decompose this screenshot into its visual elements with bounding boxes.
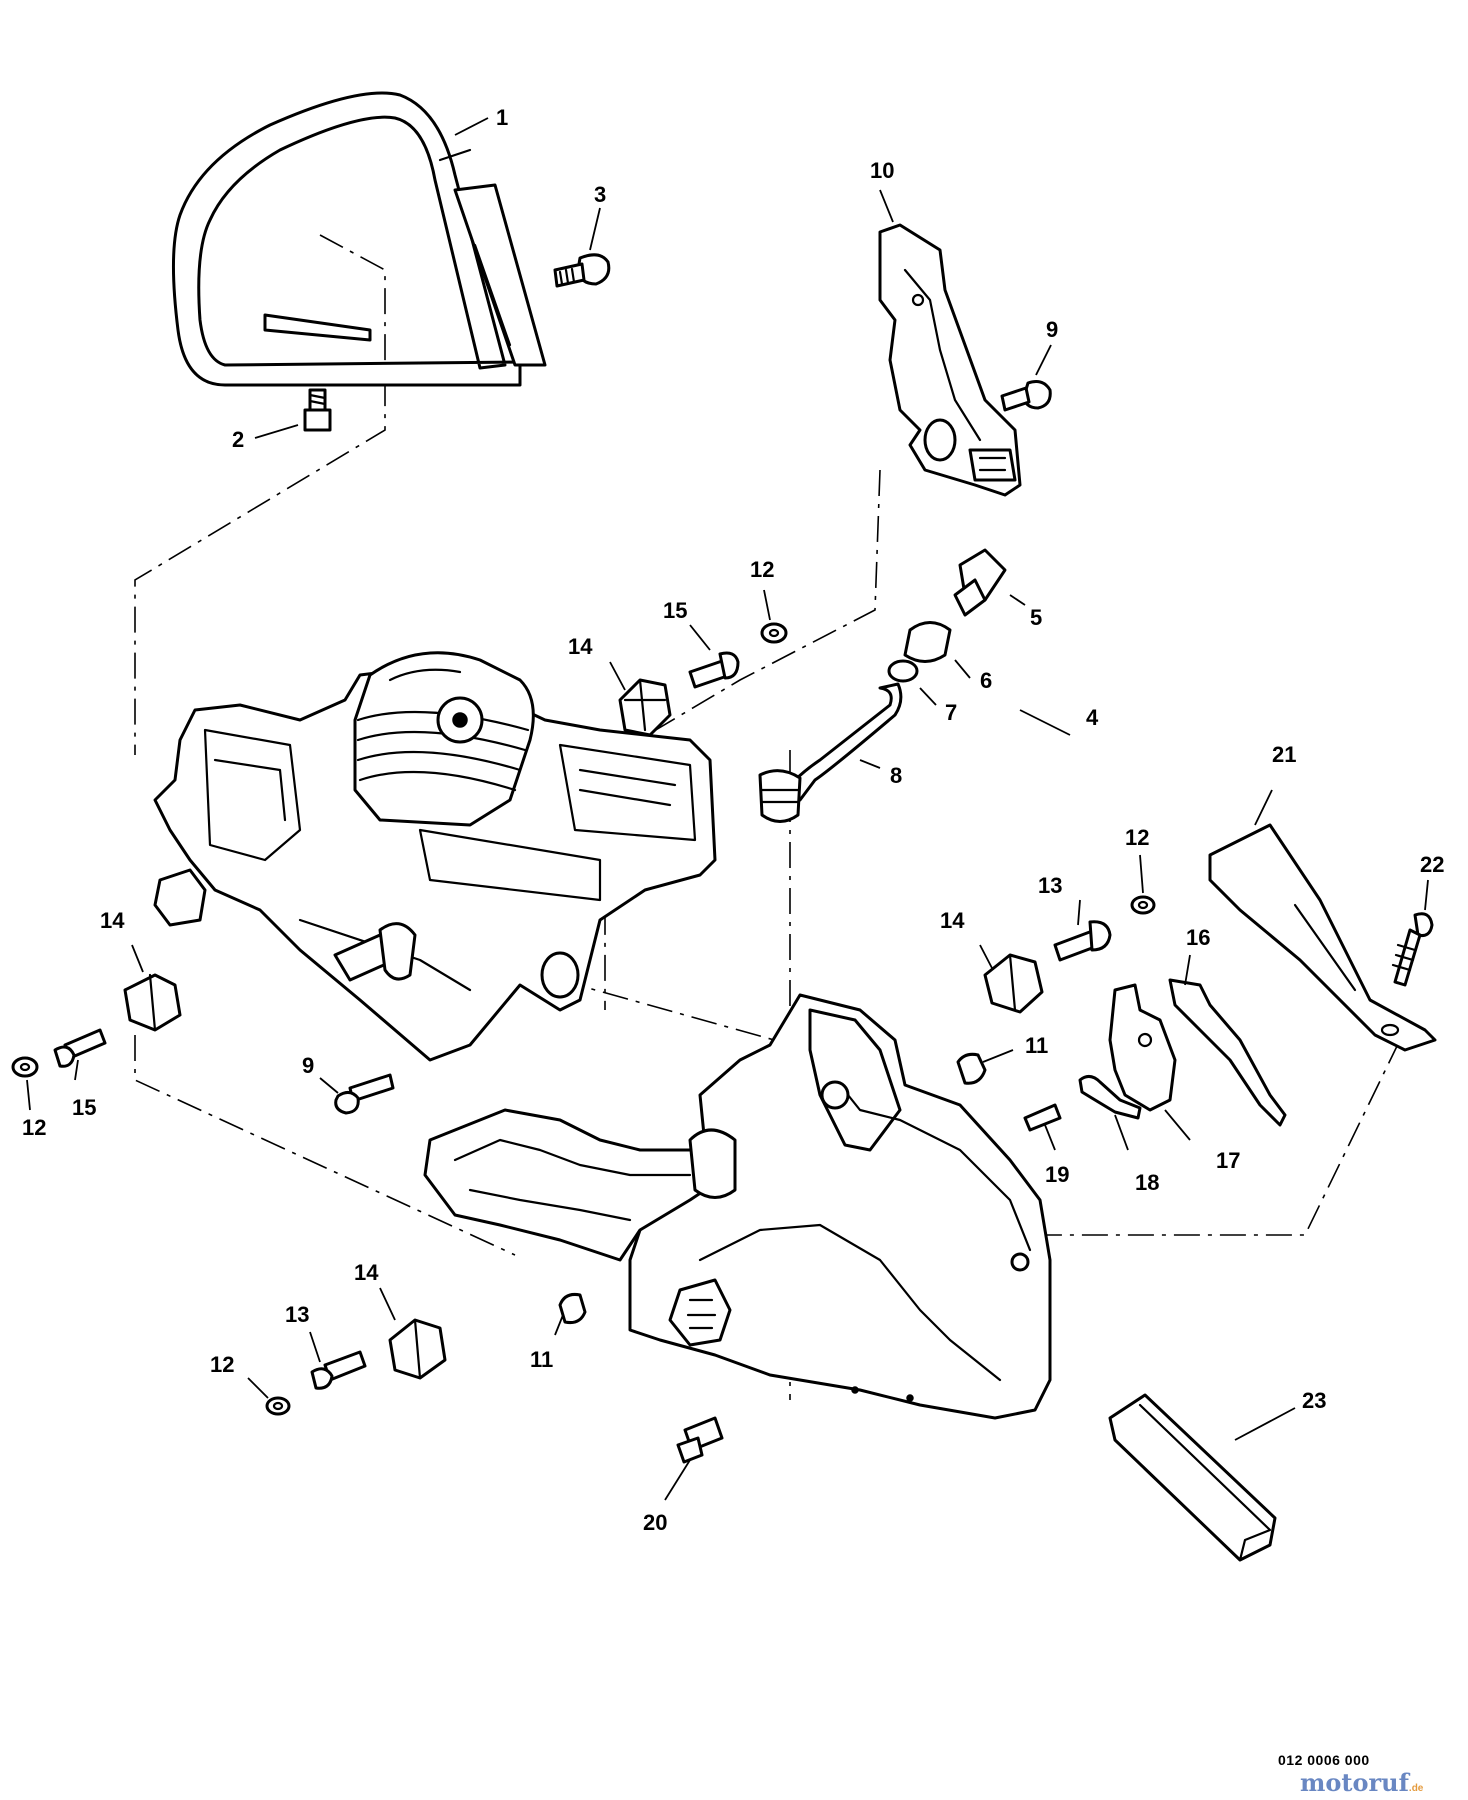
callout-1: 1 xyxy=(496,105,508,130)
callout-11-right: 11 xyxy=(1025,1033,1048,1058)
callout-8: 8 xyxy=(890,763,902,788)
callout-12-top: 12 xyxy=(750,557,774,582)
watermark-suffix: .de xyxy=(1408,1783,1424,1794)
damper-14-top xyxy=(618,678,672,737)
plug-11-right xyxy=(956,1052,987,1085)
callout-17: 17 xyxy=(1216,1148,1240,1173)
oil-line-parts xyxy=(758,548,1007,823)
callout-19: 19 xyxy=(1045,1162,1069,1187)
callout-labels: 1 2 3 4 5 6 7 8 9 9 10 11 11 12 12 12 12… xyxy=(22,105,1444,1535)
guard-block-23 xyxy=(1108,1393,1277,1562)
watermark-logo: motoruf.de xyxy=(1300,1768,1423,1797)
callout-14-top: 14 xyxy=(568,634,593,659)
callout-13-lower: 13 xyxy=(285,1302,309,1327)
screw-15-left xyxy=(53,1028,107,1068)
screw-9-top xyxy=(1000,380,1052,412)
callout-21: 21 xyxy=(1272,742,1296,767)
plug-11-lower xyxy=(558,1293,587,1324)
callout-14-right: 14 xyxy=(940,908,965,933)
engine-crankcase xyxy=(153,651,717,1062)
washer-12-right xyxy=(1130,895,1156,915)
callout-7: 7 xyxy=(945,700,957,725)
washer-12-lower xyxy=(265,1396,291,1416)
damper-14-left xyxy=(123,973,182,1032)
main-housing xyxy=(423,993,1052,1420)
callout-14-lower: 14 xyxy=(354,1260,379,1285)
callout-6: 6 xyxy=(980,668,992,693)
callout-12-left: 12 xyxy=(22,1115,46,1140)
callout-22: 22 xyxy=(1420,852,1444,877)
callout-4: 4 xyxy=(1086,705,1099,730)
screw-22 xyxy=(1391,912,1434,987)
trigger-parts xyxy=(1023,978,1287,1132)
damper-14-right xyxy=(983,953,1044,1014)
callout-15-top: 15 xyxy=(663,598,687,623)
damper-14-lower xyxy=(388,1318,447,1380)
callout-20: 20 xyxy=(643,1510,667,1535)
callout-12-right: 12 xyxy=(1125,825,1149,850)
watermark-brand: motoruf xyxy=(1300,1768,1409,1797)
callout-9-lower: 9 xyxy=(302,1053,314,1078)
callout-10: 10 xyxy=(870,158,894,183)
screw-3 xyxy=(553,253,611,288)
drawing-number: 012 0006 000 xyxy=(1278,1752,1370,1768)
handle-bracket xyxy=(878,223,1022,497)
callout-16: 16 xyxy=(1186,925,1210,950)
screw-13-lower xyxy=(310,1350,367,1390)
callout-23: 23 xyxy=(1302,1388,1326,1413)
handle-cover xyxy=(1208,823,1437,1052)
screw-13-right xyxy=(1053,920,1112,962)
callout-11-lower: 11 xyxy=(530,1347,553,1372)
callout-14-left: 14 xyxy=(100,908,125,933)
screw-9-lower xyxy=(334,1073,395,1115)
washer-12-top xyxy=(760,622,788,644)
washer-12-left xyxy=(11,1056,39,1078)
leader-lines xyxy=(26,117,1429,1501)
callout-15-left: 15 xyxy=(72,1095,96,1120)
callout-12-lower: 12 xyxy=(210,1352,234,1377)
callout-2: 2 xyxy=(232,427,244,452)
callout-3: 3 xyxy=(594,182,606,207)
screw-15-top xyxy=(688,651,740,689)
callout-9-top: 9 xyxy=(1046,317,1058,342)
nipple-20 xyxy=(676,1416,724,1464)
screw-2 xyxy=(303,388,332,432)
callout-13-right: 13 xyxy=(1038,873,1062,898)
callout-18: 18 xyxy=(1135,1170,1159,1195)
handle-bar xyxy=(171,91,547,387)
callout-5: 5 xyxy=(1030,605,1042,630)
